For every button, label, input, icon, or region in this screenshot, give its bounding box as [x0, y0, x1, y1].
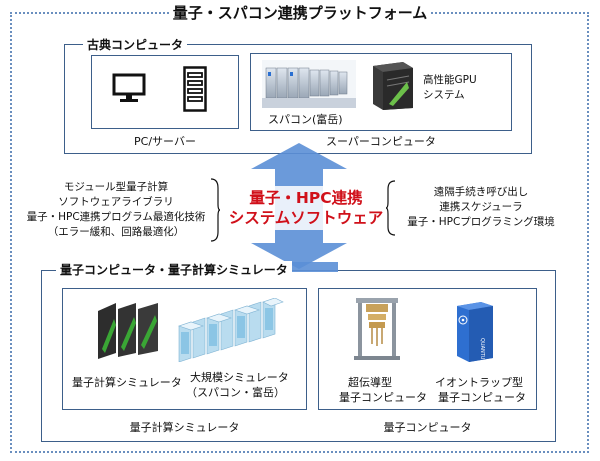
right-list: 遠隔手続き呼び出し 連携スケジューラ 量子・HPCプログラミング環境: [392, 185, 570, 230]
qc-item1-label-2: 量子コンピュータ: [339, 391, 427, 404]
right-list-item: 量子・HPCプログラミング環境: [407, 216, 555, 228]
gpu-system-image: [373, 62, 413, 110]
left-list-item: 量子・HPC連携プログラム最適化技術: [26, 211, 206, 223]
superconducting-qc-image: [354, 298, 400, 360]
ion-trap-qc-image: QUANTUM: [457, 302, 493, 364]
left-list-item: ソフトウェアライブラリ: [58, 196, 174, 208]
sim-item2-label-1: 大規模シミュレータ: [190, 371, 289, 384]
supercomputer-caption: スーパーコンピュータ: [326, 135, 436, 148]
qc-item2-label-1: イオントラップ型: [435, 376, 523, 389]
pc-server-box: [91, 55, 239, 129]
quantum-simulator-image: [98, 303, 158, 359]
fugaku-label: スパコン(富岳): [268, 113, 343, 126]
monitor-icon: [112, 73, 146, 102]
qc-item2-label-2: 量子コンピュータ: [438, 391, 526, 404]
sim-item1-label: 量子計算シミュレータ: [72, 376, 182, 389]
classical-label: 古典コンピュータ: [83, 36, 188, 53]
center-title-line2: システムソフトウェア: [228, 209, 384, 227]
gpu-label-2: システム: [423, 89, 465, 101]
right-brace: [385, 180, 396, 236]
fugaku-image: [262, 60, 356, 108]
right-list-item: 遠隔手続き呼び出し: [433, 186, 529, 198]
left-brace: [210, 178, 221, 242]
large-scale-simulator-image: [178, 298, 284, 362]
server-icon: [183, 66, 207, 112]
center-title-line1: 量子・HPC連携: [249, 189, 363, 207]
right-list-item: 連携スケジューラ: [439, 201, 523, 213]
left-list: モジュール型量子計算 ソフトウェアライブラリ 量子・HPC連携プログラム最適化技…: [24, 180, 208, 240]
qc-item1-label-1: 超伝導型: [348, 376, 392, 389]
quantum-computer-caption: 量子コンピュータ: [383, 421, 472, 434]
pc-server-caption: PC/サーバー: [134, 135, 196, 148]
quantum-label: 量子コンピュータ・量子計算シミュレータ: [56, 261, 292, 278]
sim-item2-label-2: （スパコン・富岳）: [186, 386, 285, 399]
simulator-caption: 量子計算シミュレータ: [129, 421, 240, 434]
page-title: 量子・スパコン連携プラットフォーム: [172, 4, 428, 22]
quantum-computer-box: [318, 288, 537, 410]
quantum-brand-text: QUANTUM: [479, 338, 485, 364]
left-list-item: （エラー緩和、回路最適化）: [47, 226, 185, 238]
left-list-item: モジュール型量子計算: [63, 181, 169, 193]
gpu-label-1: 高性能GPU: [423, 74, 477, 86]
center-text-bg: [232, 186, 380, 230]
